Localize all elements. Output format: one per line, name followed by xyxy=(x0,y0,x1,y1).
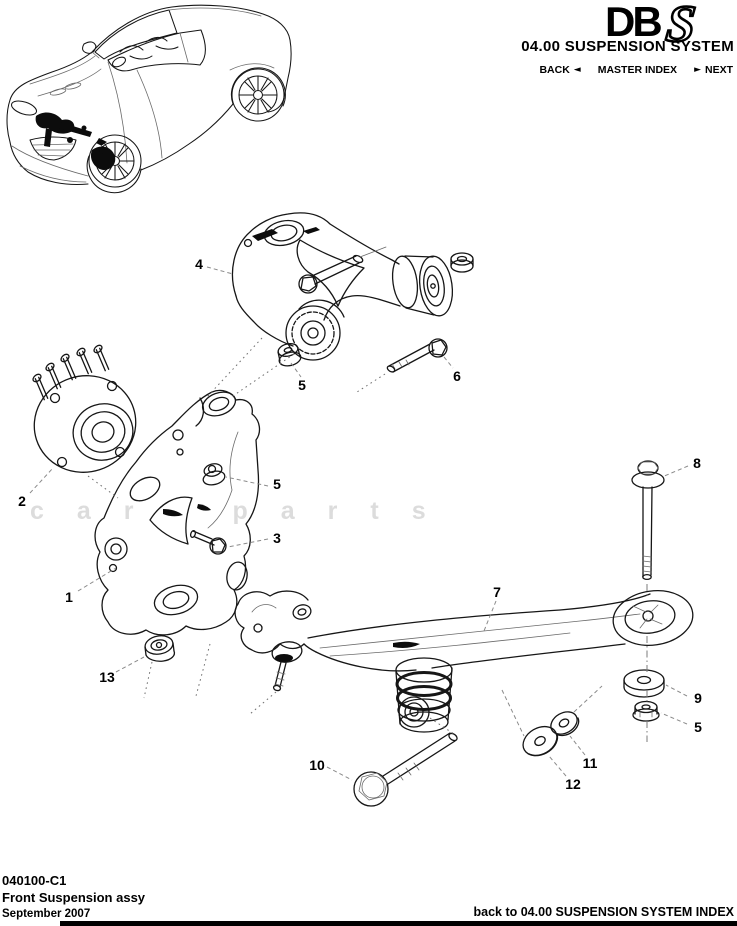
washers-bolt-art xyxy=(353,711,580,807)
document-date: September 2007 xyxy=(2,908,91,920)
dbs-logo: DB S xyxy=(605,0,700,50)
document-title: Front Suspension assy xyxy=(2,890,146,905)
nav-master-index-link[interactable]: MASTER INDEX xyxy=(597,64,678,76)
knuckle-art xyxy=(94,389,261,662)
hub-assembly-art xyxy=(32,344,137,473)
construction-lines xyxy=(87,337,648,742)
nav-next-arrow-icon[interactable]: ► xyxy=(694,65,701,75)
back-to-index-link[interactable]: back to 04.00 SUSPENSION SYSTEM INDEX xyxy=(473,905,735,919)
nav-back-link[interactable]: BACK xyxy=(539,64,570,76)
car-illustration xyxy=(6,4,292,194)
callout-leaders xyxy=(29,266,689,781)
nav-back-arrow-icon[interactable]: ◄ xyxy=(573,65,581,75)
bolt8-art xyxy=(623,460,665,722)
document-code: 040100-C1 xyxy=(2,873,67,888)
nav-next-link[interactable]: NEXT xyxy=(704,64,733,76)
logo-db-text: DB xyxy=(605,0,661,45)
page-title: 04.00 SUSPENSION SYSTEM xyxy=(521,38,734,55)
upper-wishbone-art xyxy=(231,212,474,373)
header-nav: BACK ◄ MASTER INDEX ► NEXT xyxy=(539,64,733,76)
lower-arm-art xyxy=(234,590,694,733)
logo-s-text: S xyxy=(663,0,698,50)
bottom-rule xyxy=(60,921,737,926)
